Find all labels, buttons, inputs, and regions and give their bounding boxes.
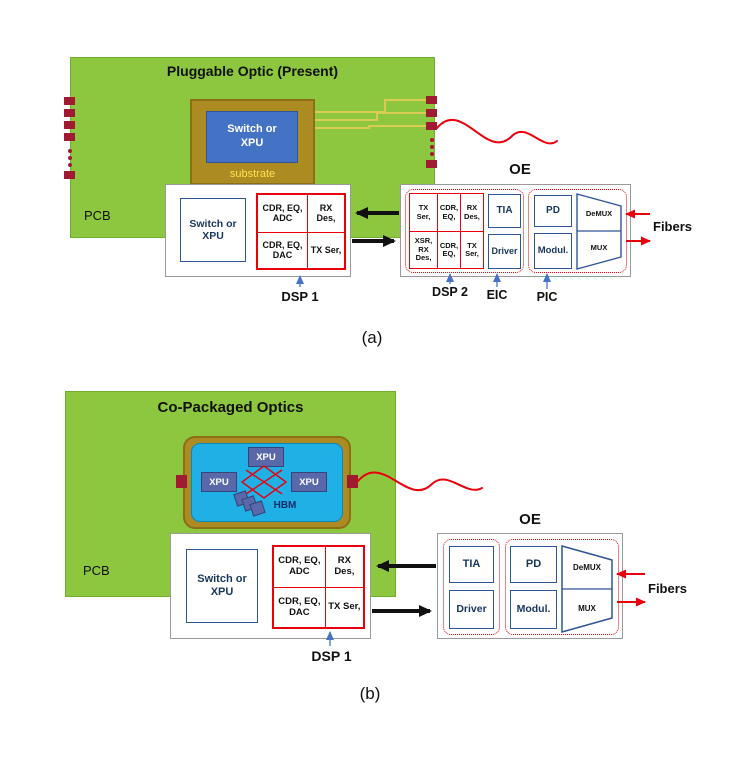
optical-fiber-a bbox=[436, 118, 558, 145]
eic-label-a: EIC bbox=[486, 288, 508, 302]
pcb-label-a: PCB bbox=[84, 208, 111, 223]
substrate-label-a: substrate bbox=[229, 168, 276, 180]
pad-dot bbox=[68, 149, 72, 153]
dsp-module-b: Switch or XPU CDR, EQ, ADC RX Des, CDR, … bbox=[170, 533, 371, 639]
dsp2-cell: XSR, RX Des, bbox=[410, 231, 437, 268]
dsp1-cell: TX Ser, bbox=[307, 231, 344, 268]
dsp1-cell: RX Des, bbox=[324, 547, 363, 587]
oe-label-a: OE bbox=[509, 161, 531, 178]
oe-label-b: OE bbox=[519, 511, 541, 528]
pcb-pad bbox=[64, 121, 75, 129]
dsp2-cell: CDR, EQ, bbox=[437, 231, 460, 268]
pcb-pad bbox=[426, 96, 437, 104]
modulator-box-a: Modul. bbox=[534, 233, 572, 269]
pcb-label-b: PCB bbox=[83, 563, 110, 578]
dsp1-box-b: CDR, EQ, ADC RX Des, CDR, EQ, DAC TX Ser… bbox=[272, 545, 365, 629]
dsp1-label-b: DSP 1 bbox=[311, 648, 352, 664]
dsp1-cell: CDR, EQ, DAC bbox=[274, 587, 325, 627]
pad-dot bbox=[430, 138, 434, 142]
pic-outline-a bbox=[528, 189, 627, 273]
dsp2-label-a: DSP 2 bbox=[432, 285, 468, 299]
fibers-label-a: Fibers bbox=[653, 219, 693, 234]
pcb-pad bbox=[426, 122, 437, 130]
dsp1-label-a: DSP 1 bbox=[281, 289, 319, 304]
tia-box-a: TIA bbox=[488, 194, 521, 228]
dsp2-cell: TX Ser, bbox=[459, 231, 483, 268]
hbm-label: HBM bbox=[273, 500, 297, 511]
dsp1-cell: TX Ser, bbox=[324, 587, 363, 627]
caption-b: (b) bbox=[359, 684, 381, 703]
xpu-chip-top: XPU bbox=[248, 447, 284, 467]
oe-module-b: TIA Driver PD Modul. bbox=[437, 533, 623, 639]
caption-a: (a) bbox=[361, 328, 383, 347]
pad-dot bbox=[68, 163, 72, 167]
dsp1-cell: CDR, EQ, DAC bbox=[258, 231, 308, 269]
package-pad-left bbox=[176, 475, 187, 488]
dsp1-box-a: CDR, EQ, ADC RX Des, CDR, EQ, DAC TX Ser… bbox=[256, 193, 346, 270]
pcb-pad bbox=[426, 109, 437, 117]
pcb-pad bbox=[64, 171, 75, 179]
demux-label-b: DeMUX bbox=[572, 562, 601, 572]
figure-b-title: Co-Packaged Optics bbox=[157, 399, 304, 416]
dsp-module-a: Switch or XPU CDR, EQ, ADC RX Des, CDR, … bbox=[165, 184, 351, 277]
dsp1-cell: CDR, EQ, ADC bbox=[262, 203, 303, 224]
xpu-chip-right: XPU bbox=[291, 472, 327, 492]
eic-outline-b bbox=[443, 539, 500, 635]
dsp2-cell: TX Ser, bbox=[416, 203, 431, 221]
pd-box-a: PD bbox=[534, 195, 572, 227]
pad-dot bbox=[430, 152, 434, 156]
dsp2-cell: CDR, EQ, bbox=[437, 194, 460, 231]
driver-box-a: Driver bbox=[488, 234, 521, 269]
pad-dot bbox=[68, 156, 72, 160]
fibers-label-b: Fibers bbox=[648, 581, 688, 596]
pic-label-a: PIC bbox=[536, 290, 558, 304]
eic-outline-a bbox=[405, 189, 524, 273]
package-pad-right bbox=[347, 475, 358, 488]
oe-module-a: TX Ser, CDR, EQ, RX Des, XSR, RX Des, CD… bbox=[400, 184, 631, 277]
mux-label-a: MUX bbox=[590, 242, 608, 252]
mux-label-b: MUX bbox=[578, 603, 596, 613]
pcb-pad bbox=[64, 133, 75, 141]
pad-dot bbox=[430, 145, 434, 149]
pic-outline-b bbox=[505, 539, 619, 635]
dsp2-box-a: TX Ser, CDR, EQ, RX Des, XSR, RX Des, CD… bbox=[409, 193, 484, 269]
pcb-pad bbox=[64, 97, 75, 105]
xpu-chip-left: XPU bbox=[201, 472, 237, 492]
pcb-pad bbox=[426, 160, 437, 168]
demux-label-a: DeMUX bbox=[585, 208, 613, 218]
substrate-chip-a: Switch or XPU bbox=[206, 111, 298, 163]
switch-xpu-chip-b: Switch or XPU bbox=[186, 549, 258, 623]
dsp2-cell: RX Des, bbox=[459, 194, 483, 231]
pd-box-b: PD bbox=[510, 546, 557, 583]
modulator-box-b: Modul. bbox=[510, 590, 557, 629]
pcb-pad bbox=[64, 109, 75, 117]
switch-xpu-chip-a: Switch or XPU bbox=[180, 198, 246, 262]
dsp1-cell: CDR, EQ, ADC bbox=[278, 555, 321, 577]
dsp1-cell: RX Des, bbox=[307, 195, 344, 232]
figure-a-title: Pluggable Optic (Present) bbox=[166, 63, 339, 79]
driver-box-b: Driver bbox=[449, 590, 494, 629]
tia-box-b: TIA bbox=[449, 546, 494, 583]
